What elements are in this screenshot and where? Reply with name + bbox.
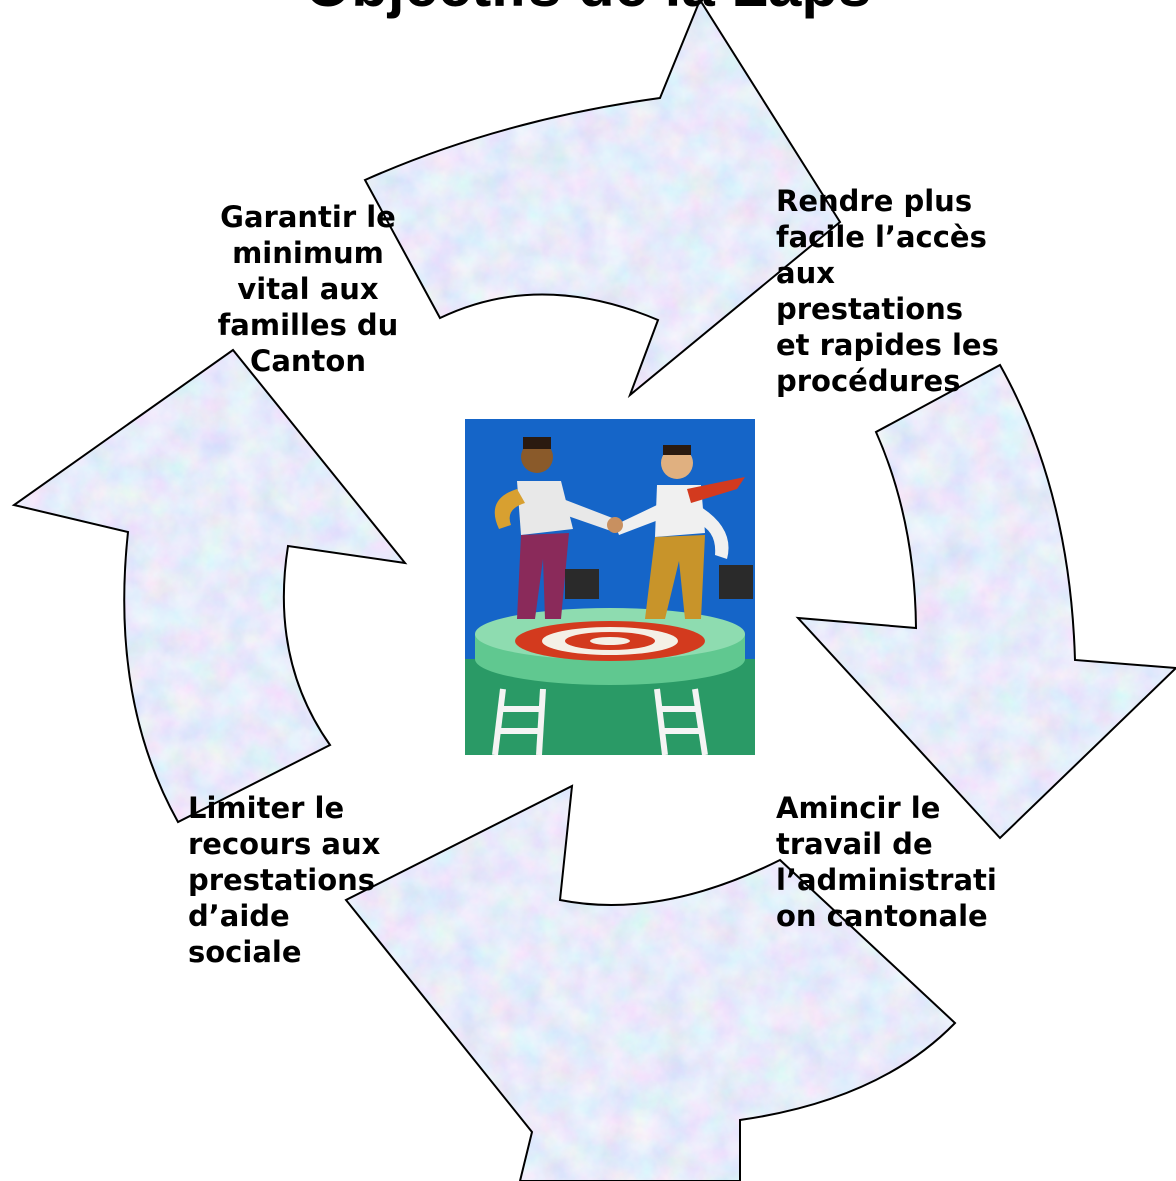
objective-easier-access: Rendre plus facile l’accès aux prestatio… [776,184,999,398]
objective-minimum-vital: Garantir le minimum vital aux familles d… [217,200,399,378]
handshake-target-clipart [465,419,755,755]
arrow-left [11,348,408,824]
arrow-top [363,0,842,399]
arrow-bottom [344,784,957,1181]
arrow-right [795,363,1176,840]
objective-reduce-admin-work: Amincir le travail de l’administrati on … [776,791,997,933]
objective-limit-social-aid: Limiter le recours aux prestations d’aid… [188,791,381,969]
diagram-title: Objectifs de la Laps [0,0,1176,16]
